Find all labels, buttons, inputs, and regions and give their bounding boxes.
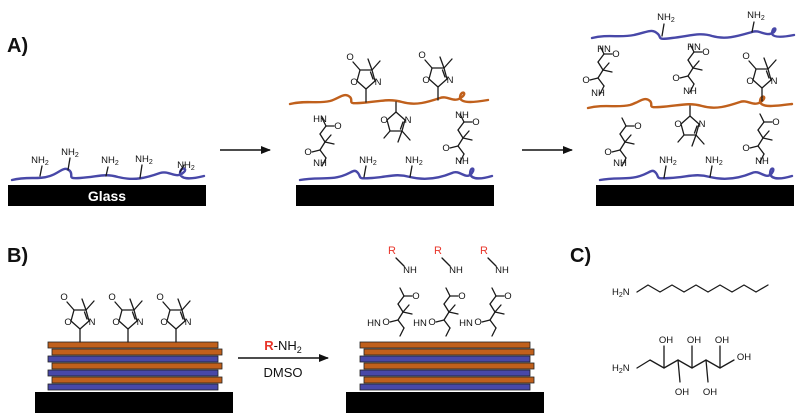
crosslinks-step-2: [303, 113, 481, 167]
svg-text:NH: NH: [495, 265, 509, 276]
svg-text:HN: HN: [459, 318, 473, 329]
svg-text:OH: OH: [687, 335, 701, 346]
glass-substrate: Glass: [8, 185, 206, 206]
substrate-step-3: [596, 185, 794, 206]
svg-text:HN: HN: [413, 318, 427, 329]
free-amines-step-2: NH2 NH2: [359, 155, 423, 178]
svg-text:NH: NH: [313, 158, 327, 169]
panel-label-c: C): [570, 245, 591, 267]
amine-polymer-chain-3b: [590, 27, 796, 40]
svg-text:NH2: NH2: [61, 147, 79, 159]
svg-text:HN: HN: [313, 114, 327, 125]
svg-text:NH: NH: [403, 265, 417, 276]
substrate-step-2: [296, 185, 494, 206]
r-group-3: R: [480, 245, 488, 257]
svg-text:H2N: H2N: [612, 287, 630, 299]
azlactone-pendant-down: [379, 101, 413, 143]
amine-polymer-chain-2: [298, 167, 494, 182]
functionalized-surface-groups: HN HN HN NH NH NH R R R: [367, 245, 513, 337]
svg-text:OH: OH: [737, 352, 751, 363]
amine-groups-glass: NH2 NH2 NH2 NH2 NH2: [31, 147, 195, 179]
svg-text:NH: NH: [455, 156, 469, 167]
nh-labels-step-3: NH NH NH NH HN HN: [591, 42, 769, 169]
azlactone-pendants-top: [345, 49, 455, 103]
svg-text:NH2: NH2: [657, 12, 675, 24]
multilayer-film-before: [35, 341, 233, 413]
amine-polymer-chain-3a: [598, 167, 794, 182]
svg-text:OH: OH: [675, 387, 689, 398]
svg-text:NH: NH: [683, 86, 697, 97]
svg-text:NH2: NH2: [747, 10, 765, 22]
svg-text:NH2: NH2: [405, 155, 423, 167]
svg-text:NH2: NH2: [135, 154, 153, 166]
glass-label: Glass: [88, 188, 126, 204]
svg-text:NH: NH: [449, 265, 463, 276]
crosslinks-step-3-lower: [603, 113, 781, 167]
solvent-label: DMSO: [264, 365, 303, 380]
panel-label-a: A): [7, 35, 28, 57]
r-group-1: R: [388, 245, 396, 257]
svg-text:NH2: NH2: [31, 155, 49, 167]
reagent-label: R-NH2: [264, 338, 302, 355]
r-group-2: R: [434, 245, 442, 257]
decylamine-structure: H2N: [612, 284, 769, 299]
surface-azlactones: [59, 291, 193, 343]
svg-text:HN: HN: [367, 318, 381, 329]
svg-text:OH: OH: [703, 387, 717, 398]
azlactone-pendants-step-3: [673, 50, 779, 147]
svg-text:HN: HN: [597, 44, 611, 55]
svg-text:NH: NH: [613, 158, 627, 169]
azlactone-polymer-chain: [288, 91, 490, 106]
reaction-arrow: R-NH2 DMSO: [238, 338, 329, 380]
svg-text:OH: OH: [715, 335, 729, 346]
svg-text:NH2: NH2: [705, 155, 723, 167]
svg-text:NH2: NH2: [359, 155, 377, 167]
glucamine-structure: H2N OH OH OH OH OH OH: [612, 335, 751, 398]
svg-text:H2N: H2N: [612, 363, 630, 375]
svg-text:NH2: NH2: [177, 160, 195, 172]
free-amines-step-3: NH2 NH2 NH2 NH2: [657, 10, 765, 179]
svg-text:NH2: NH2: [659, 155, 677, 167]
svg-text:NH: NH: [755, 156, 769, 167]
svg-text:NH: NH: [591, 88, 605, 99]
svg-text:NH: NH: [455, 110, 469, 121]
panel-label-b: B): [7, 245, 28, 267]
multilayer-film-after: [346, 341, 544, 413]
nh-labels-step-2: NH NH HN NH: [313, 110, 469, 169]
svg-text:NH2: NH2: [101, 155, 119, 167]
svg-text:HN: HN: [687, 42, 701, 53]
svg-text:OH: OH: [659, 335, 673, 346]
